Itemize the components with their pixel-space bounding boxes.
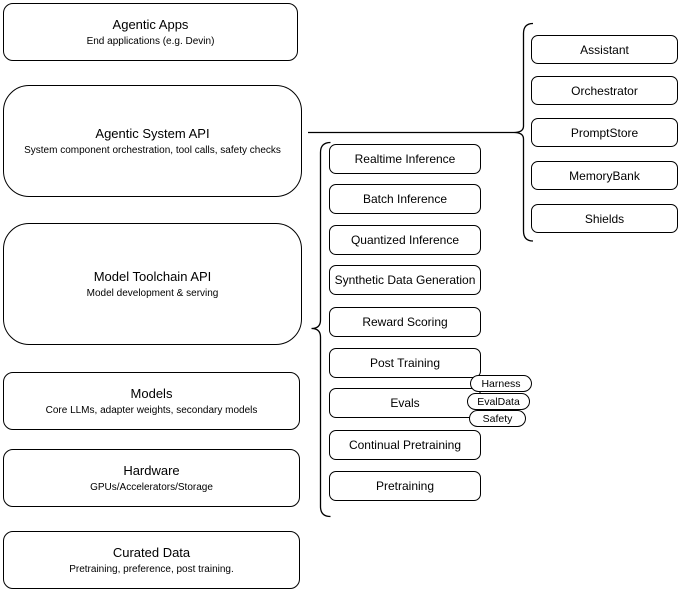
node-post-training: Post Training	[329, 348, 481, 378]
node-memorybank: MemoryBank	[531, 161, 678, 190]
node-orchestrator: Orchestrator	[531, 76, 678, 105]
tag-evaldata: EvalData	[467, 393, 530, 410]
node-label: Synthetic Data Generation	[334, 273, 476, 287]
tag-label: Harness	[481, 377, 521, 390]
node-label: Evals	[390, 396, 420, 410]
node-continual-pretraining: Continual Pretraining	[329, 430, 481, 460]
node-reward-scoring: Reward Scoring	[329, 307, 481, 337]
node-title: Agentic Apps	[112, 16, 189, 32]
node-label: Orchestrator	[571, 83, 638, 98]
node-batch-inference: Batch Inference	[329, 184, 481, 214]
node-label: Shields	[584, 211, 625, 226]
node-shields: Shields	[531, 204, 678, 233]
node-subtitle: GPUs/Accelerators/Storage	[90, 481, 213, 493]
node-label: Reward Scoring	[362, 315, 448, 329]
node-title: Model Toolchain API	[93, 268, 212, 284]
node-label: Assistant	[580, 42, 629, 57]
node-model-toolchain-api: Model Toolchain API Model development & …	[3, 223, 302, 345]
node-subtitle: End applications (e.g. Devin)	[86, 35, 215, 47]
node-evals: Evals	[329, 388, 481, 418]
node-hardware: Hardware GPUs/Accelerators/Storage	[3, 449, 300, 507]
node-curated-data: Curated Data Pretraining, preference, po…	[3, 531, 300, 589]
node-promptstore: PromptStore	[531, 118, 678, 147]
tag-label: EvalData	[477, 395, 520, 408]
toolchain-curly-bracket	[311, 141, 331, 518]
node-subtitle: Core LLMs, adapter weights, secondary mo…	[45, 404, 258, 416]
node-title: Hardware	[123, 462, 180, 478]
node-realtime-inference: Realtime Inference	[329, 144, 481, 174]
node-models: Models Core LLMs, adapter weights, secon…	[3, 372, 300, 430]
node-label: Continual Pretraining	[348, 438, 462, 452]
node-label: Batch Inference	[362, 192, 448, 206]
node-assistant: Assistant	[531, 35, 678, 64]
node-label: Pretraining	[375, 479, 435, 493]
tag-harness: Harness	[470, 375, 532, 392]
node-subtitle: Model development & serving	[86, 287, 219, 299]
node-label: Quantized Inference	[350, 233, 460, 247]
node-label: PromptStore	[570, 125, 639, 140]
node-pretraining: Pretraining	[329, 471, 481, 501]
tag-label: Safety	[482, 412, 513, 425]
node-label: Post Training	[369, 356, 441, 370]
node-label: Realtime Inference	[354, 152, 456, 166]
node-agentic-apps: Agentic Apps End applications (e.g. Devi…	[3, 3, 298, 61]
node-subtitle: Pretraining, preference, post training.	[69, 563, 234, 575]
components-curly-bracket	[513, 22, 534, 242]
node-title: Agentic System API	[95, 125, 210, 141]
node-synthetic-data-generation: Synthetic Data Generation	[329, 265, 481, 295]
node-agentic-system-api: Agentic System API System component orch…	[3, 85, 302, 197]
tag-safety: Safety	[469, 410, 526, 427]
node-quantized-inference: Quantized Inference	[329, 225, 481, 255]
node-label: MemoryBank	[569, 168, 640, 183]
node-subtitle: System component orchestration, tool cal…	[24, 144, 281, 156]
node-title: Models	[130, 385, 173, 401]
node-title: Curated Data	[112, 544, 191, 560]
